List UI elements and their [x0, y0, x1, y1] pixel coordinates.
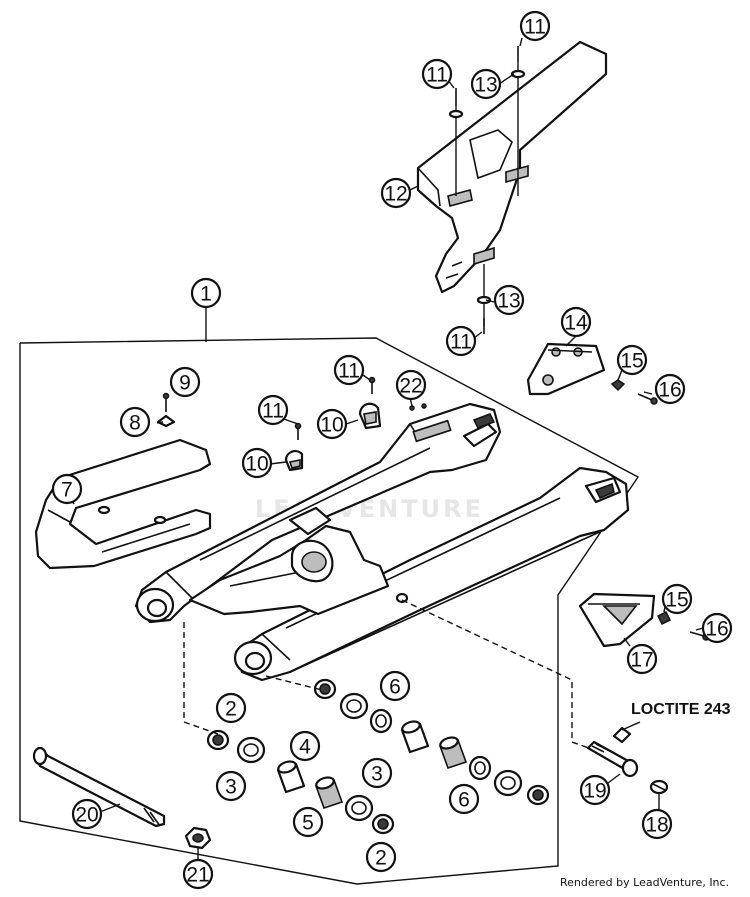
- callout-13: 13: [493, 284, 525, 316]
- callout-11: 11: [445, 325, 477, 357]
- svg-text:12: 12: [384, 183, 407, 206]
- callout-22: 22: [395, 369, 427, 401]
- svg-text:6: 6: [389, 676, 401, 699]
- callout-5: 5: [292, 806, 324, 838]
- callout-12: 12: [380, 177, 412, 209]
- svg-text:17: 17: [630, 649, 653, 672]
- svg-text:11: 11: [524, 16, 546, 39]
- svg-text:2: 2: [375, 847, 387, 870]
- callout-11: 11: [421, 58, 453, 90]
- svg-text:8: 8: [129, 412, 141, 435]
- svg-text:20: 20: [75, 804, 98, 827]
- callout-1: 1: [190, 277, 222, 309]
- guide-bolt: [586, 740, 639, 778]
- credit-text: Rendered by LeadVenture, Inc.: [560, 876, 730, 889]
- svg-text:1: 1: [200, 283, 212, 306]
- callout-3: 3: [361, 757, 393, 789]
- hose-clips: [284, 376, 427, 472]
- svg-text:11: 11: [426, 64, 448, 87]
- callout-6: 6: [379, 670, 411, 702]
- svg-text:10: 10: [320, 414, 343, 437]
- svg-text:2: 2: [225, 698, 237, 721]
- bearing-stack: [206, 678, 550, 835]
- svg-text:11: 11: [450, 331, 472, 354]
- callout-10: 10: [316, 408, 348, 440]
- guide-bracket-upper: [526, 342, 606, 396]
- svg-text:19: 19: [583, 780, 606, 803]
- callout-17: 17: [626, 643, 658, 675]
- callout-11: 11: [333, 354, 365, 386]
- chain-guide-part: [416, 40, 608, 294]
- pivot-nut: [184, 826, 212, 850]
- callout-14: 14: [560, 306, 592, 338]
- chain-guide-bolts: [448, 46, 526, 334]
- callout-8: 8: [119, 406, 151, 438]
- svg-text:13: 13: [474, 74, 497, 97]
- callout-2: 2: [215, 692, 247, 724]
- callout-3: 3: [215, 770, 247, 802]
- svg-text:16: 16: [658, 379, 681, 402]
- chain-slider-part: [34, 438, 212, 570]
- loctite-label: LOCTITE 243: [631, 701, 731, 718]
- callout-21: 21: [182, 858, 214, 890]
- svg-text:6: 6: [458, 789, 470, 812]
- callout-13: 13: [470, 68, 502, 100]
- callout-9: 9: [169, 366, 201, 398]
- callout-20: 20: [71, 798, 103, 830]
- callout-15: 15: [616, 344, 648, 376]
- callout-15: 15: [661, 583, 693, 615]
- svg-text:11: 11: [338, 360, 360, 383]
- slider-screw-8-9: [156, 392, 176, 428]
- callout-19: 19: [579, 774, 611, 806]
- svg-text:22: 22: [399, 375, 422, 398]
- svg-text:9: 9: [179, 372, 191, 395]
- callout-16: 16: [654, 373, 686, 405]
- callout-18: 18: [641, 808, 673, 840]
- callout-2: 2: [365, 841, 397, 873]
- svg-text:15: 15: [620, 350, 643, 373]
- svg-text:13: 13: [497, 290, 520, 313]
- callout-11: 11: [257, 394, 289, 426]
- svg-text:16: 16: [705, 618, 728, 641]
- swingarm-part: [134, 402, 630, 682]
- assembly-bracket: [19, 337, 640, 885]
- callout-6: 6: [448, 783, 480, 815]
- callout-10: 10: [241, 447, 273, 479]
- svg-text:4: 4: [299, 736, 311, 759]
- callout-11: 11: [519, 10, 551, 42]
- svg-text:5: 5: [302, 812, 314, 835]
- svg-text:15: 15: [665, 589, 688, 612]
- svg-text:10: 10: [245, 453, 268, 476]
- loctite-note: LOCTITE 243: [612, 701, 731, 744]
- svg-text:14: 14: [564, 312, 588, 335]
- guide-bracket-lower: [578, 592, 656, 648]
- pivot-axle: [32, 746, 166, 828]
- svg-text:3: 3: [371, 763, 383, 786]
- svg-text:3: 3: [225, 776, 237, 799]
- svg-text:11: 11: [262, 400, 284, 423]
- callout-16: 16: [701, 612, 733, 644]
- callout-4: 4: [289, 730, 321, 762]
- svg-text:7: 7: [61, 479, 73, 502]
- bracket-hardware: [610, 379, 710, 641]
- svg-text:18: 18: [645, 814, 668, 837]
- callout-7: 7: [51, 473, 83, 505]
- svg-text:21: 21: [186, 864, 209, 887]
- guide-washer: [649, 779, 669, 795]
